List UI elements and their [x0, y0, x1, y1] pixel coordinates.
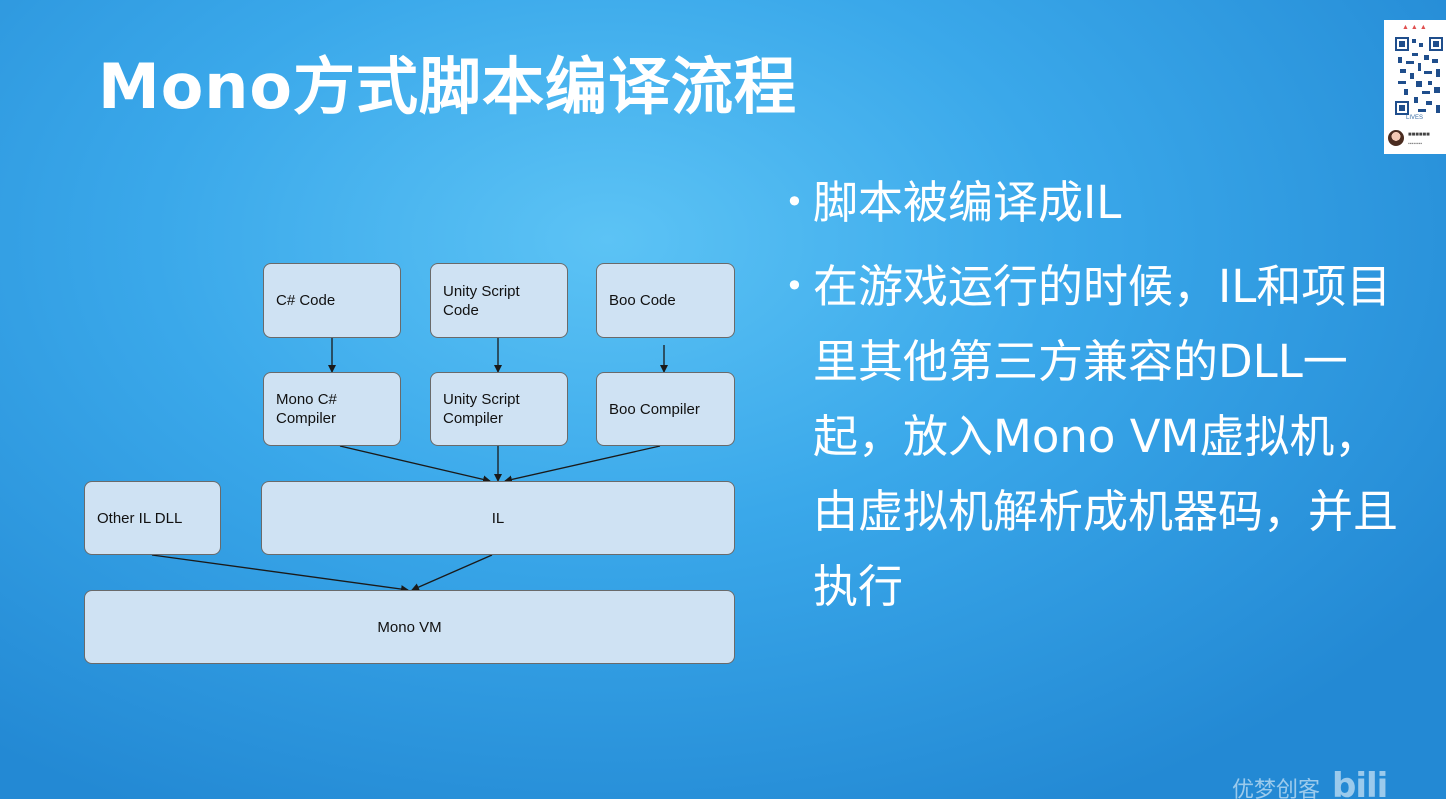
- node-mono-csharp-compiler: Mono C# Compiler: [263, 372, 401, 446]
- node-il: IL: [261, 481, 735, 555]
- node-boo-code-label: Boo Code: [609, 292, 676, 309]
- bullet-list: • 脚本被编译成IL • 在游戏运行的时候，IL和项目里其他第三方兼容的DLL一…: [785, 165, 1410, 633]
- watermark: 优梦创客 bili: [1232, 766, 1388, 799]
- arrow-mono-compiler-to-il: [339, 445, 491, 484]
- slide-title: Mono方式脚本编译流程: [98, 50, 798, 123]
- node-unity-script-code-label: Unity Script Code: [443, 282, 520, 319]
- node-unity-script-compiler-label: Unity Script Compiler: [443, 391, 520, 427]
- watermark-text: 优梦创客: [1232, 778, 1321, 799]
- bilibili-logo-icon: bili: [1332, 766, 1388, 799]
- node-other-il-dll-label: Other IL DLL: [97, 509, 183, 527]
- node-unity-script-code: Unity Script Code: [430, 263, 568, 338]
- node-boo-compiler-label: Boo Compiler: [609, 400, 700, 418]
- qr-decoration-icon: ▲▲▲: [1402, 24, 1429, 31]
- node-boo-compiler: Boo Compiler: [596, 372, 735, 446]
- bullet-item: • 脚本被编译成IL: [785, 165, 1410, 240]
- node-mono-vm-label: Mono VM: [377, 618, 442, 636]
- arrow-other-dll-to-mono-vm: [151, 554, 409, 594]
- bullet-marker: •: [785, 267, 804, 305]
- arrow-boo-compiler-to-il: [504, 445, 661, 484]
- bullet-text: 脚本被编译成IL: [813, 176, 1122, 229]
- arrow-il-to-mono-vm: [411, 554, 493, 591]
- node-mono-csharp-compiler-label: Mono C# Compiler: [276, 391, 337, 427]
- bullet-item: • 在游戏运行的时候，IL和项目里其他第三方兼容的DLL一起，放入Mono VM…: [785, 249, 1410, 624]
- qr-name-line: ■■■■■■: [1408, 132, 1430, 138]
- node-mono-vm: Mono VM: [84, 590, 735, 664]
- node-csharp-code-label: C# Code: [276, 292, 336, 309]
- node-unity-script-compiler: Unity Script Compiler: [430, 372, 568, 446]
- node-il-label: IL: [491, 509, 505, 527]
- node-csharp-code: C# Code: [263, 263, 401, 338]
- bullet-text: 在游戏运行的时候，IL和项目里其他第三方兼容的DLL一起，放入Mono VM虚拟…: [813, 260, 1399, 613]
- qr-code-panel: ▲▲▲: [1384, 20, 1446, 154]
- qr-code-icon: [1394, 35, 1444, 117]
- node-other-il-dll: Other IL DLL: [84, 481, 221, 555]
- qr-sub-line: ▪▪▪▪▪▪▪▪: [1408, 141, 1423, 147]
- node-boo-code: Boo Code: [596, 263, 735, 338]
- avatar: [1388, 130, 1404, 146]
- bullet-marker: •: [785, 183, 804, 221]
- qr-label: LIVES: [1406, 115, 1424, 121]
